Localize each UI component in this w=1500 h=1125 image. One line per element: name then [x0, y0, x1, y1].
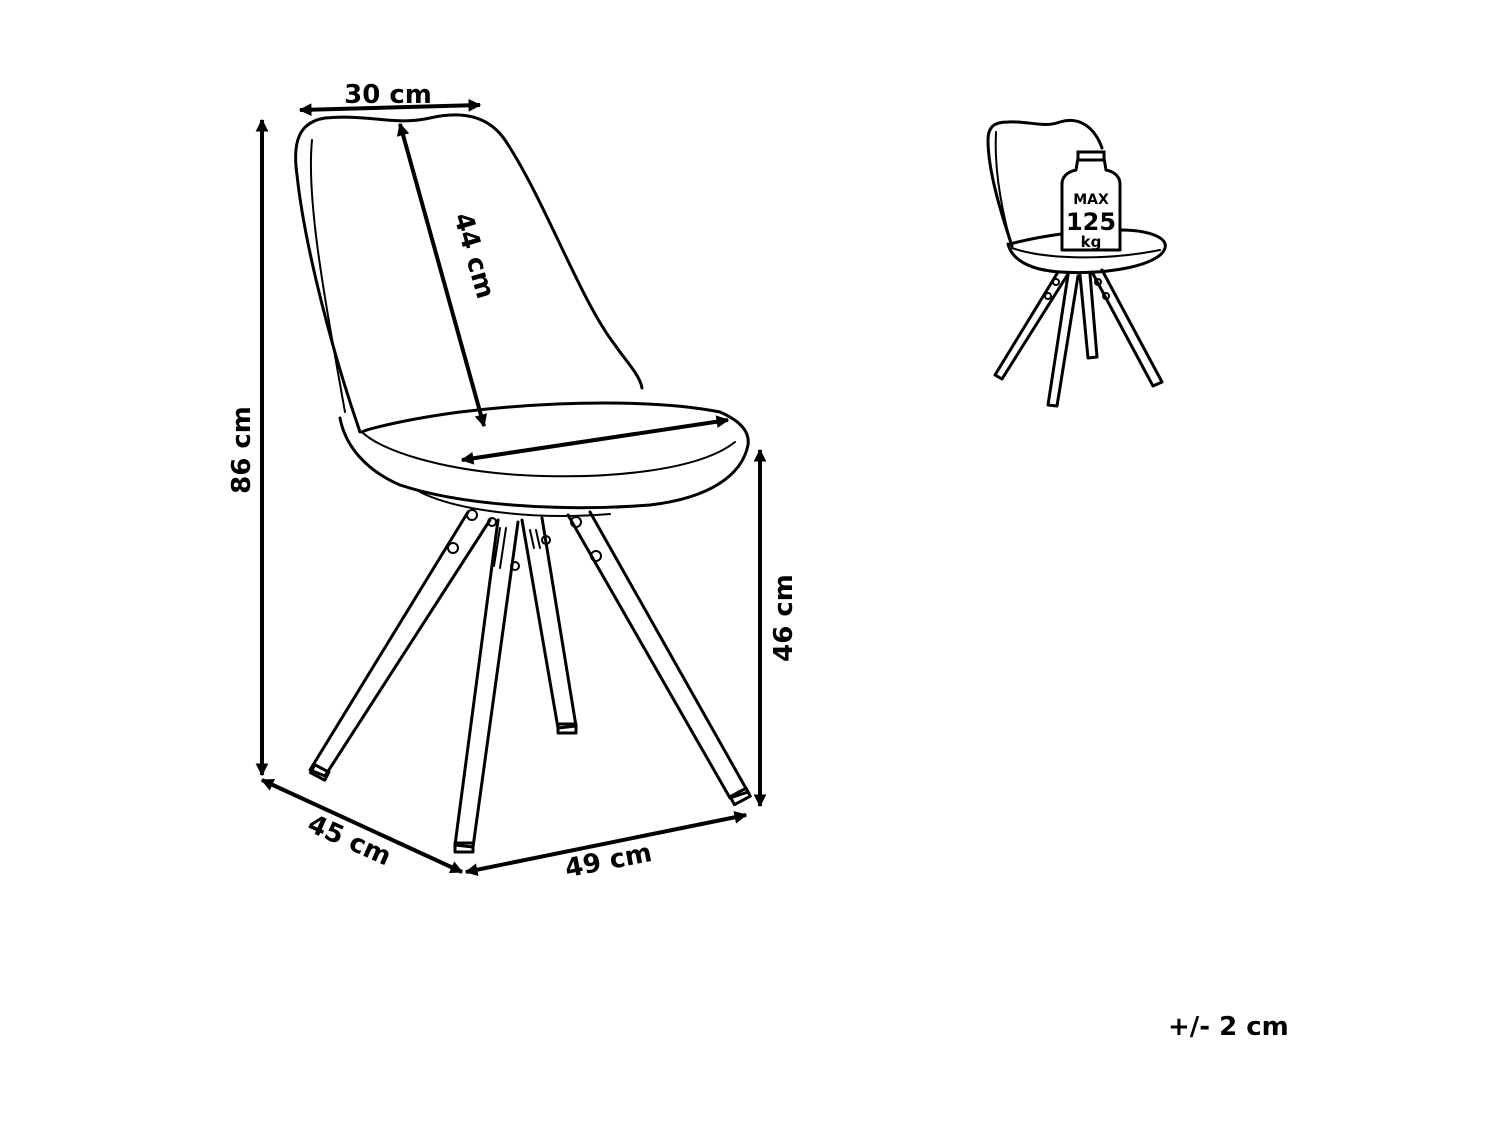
small-chair-seat-edge	[1011, 247, 1161, 259]
tolerance-note: +/- 2 cm	[1168, 1012, 1289, 1042]
small-chair-leg	[1046, 273, 1080, 408]
small-chair-leg	[1078, 272, 1099, 360]
chair-leg-front-right	[566, 510, 750, 800]
chair-load-illustration: MAX 125 kg	[986, 119, 1167, 408]
chair-main-illustration	[294, 113, 752, 854]
small-chair-bolt	[1044, 292, 1052, 300]
dim-line-backrest-height	[396, 122, 488, 428]
chair-bolt	[570, 516, 582, 528]
small-chair-backrest	[986, 119, 1104, 248]
small-chair-leg	[1090, 268, 1164, 388]
dim-line-width	[464, 811, 748, 876]
dim-line-seat-depth	[460, 415, 730, 465]
chair-leg-front-center	[453, 518, 520, 849]
chair-backrest-inner-edge	[309, 139, 346, 413]
chair-bolt	[590, 550, 602, 562]
small-chair-bolt	[1102, 292, 1110, 300]
small-chair-bolt	[1094, 278, 1102, 286]
label-width: 49 cm	[563, 838, 655, 884]
label-total-height: 86 cm	[227, 406, 257, 494]
small-chair-leg	[993, 270, 1070, 381]
dim-line-top-width	[298, 98, 482, 117]
chair-mount-bracket	[493, 527, 541, 569]
chair-bolt	[487, 517, 497, 527]
chair-leg-front-left	[308, 510, 492, 778]
weight-label: MAX	[1073, 192, 1109, 208]
chair-leg-back-center	[520, 516, 578, 730]
weight-value: 125	[1066, 208, 1116, 236]
chair-bolt	[541, 535, 551, 545]
label-backrest-height: 44 cm	[447, 209, 500, 302]
chair-bolt	[466, 509, 478, 521]
weight-icon: MAX 125 kg	[1060, 150, 1122, 252]
small-chair-backrest-inner	[994, 131, 1011, 241]
chair-seat-underside	[419, 491, 611, 517]
label-top-width: 30 cm	[344, 80, 432, 110]
dim-line-depth	[260, 778, 464, 874]
small-chair-bolt	[1052, 278, 1060, 286]
weight-unit: kg	[1081, 233, 1102, 251]
chair-bolt	[510, 561, 520, 571]
chair-seat-cushion	[338, 401, 750, 510]
dimension-lines	[255, 98, 767, 876]
chair-foot-back-center	[556, 722, 578, 735]
chair-foot-front-right	[728, 786, 752, 807]
chair-foot-front-left	[309, 763, 331, 782]
chair-seat-top-edge	[361, 431, 736, 478]
chair-bolt	[447, 542, 459, 554]
label-seat-height: 46 cm	[769, 574, 799, 662]
chair-backrest	[294, 113, 644, 434]
